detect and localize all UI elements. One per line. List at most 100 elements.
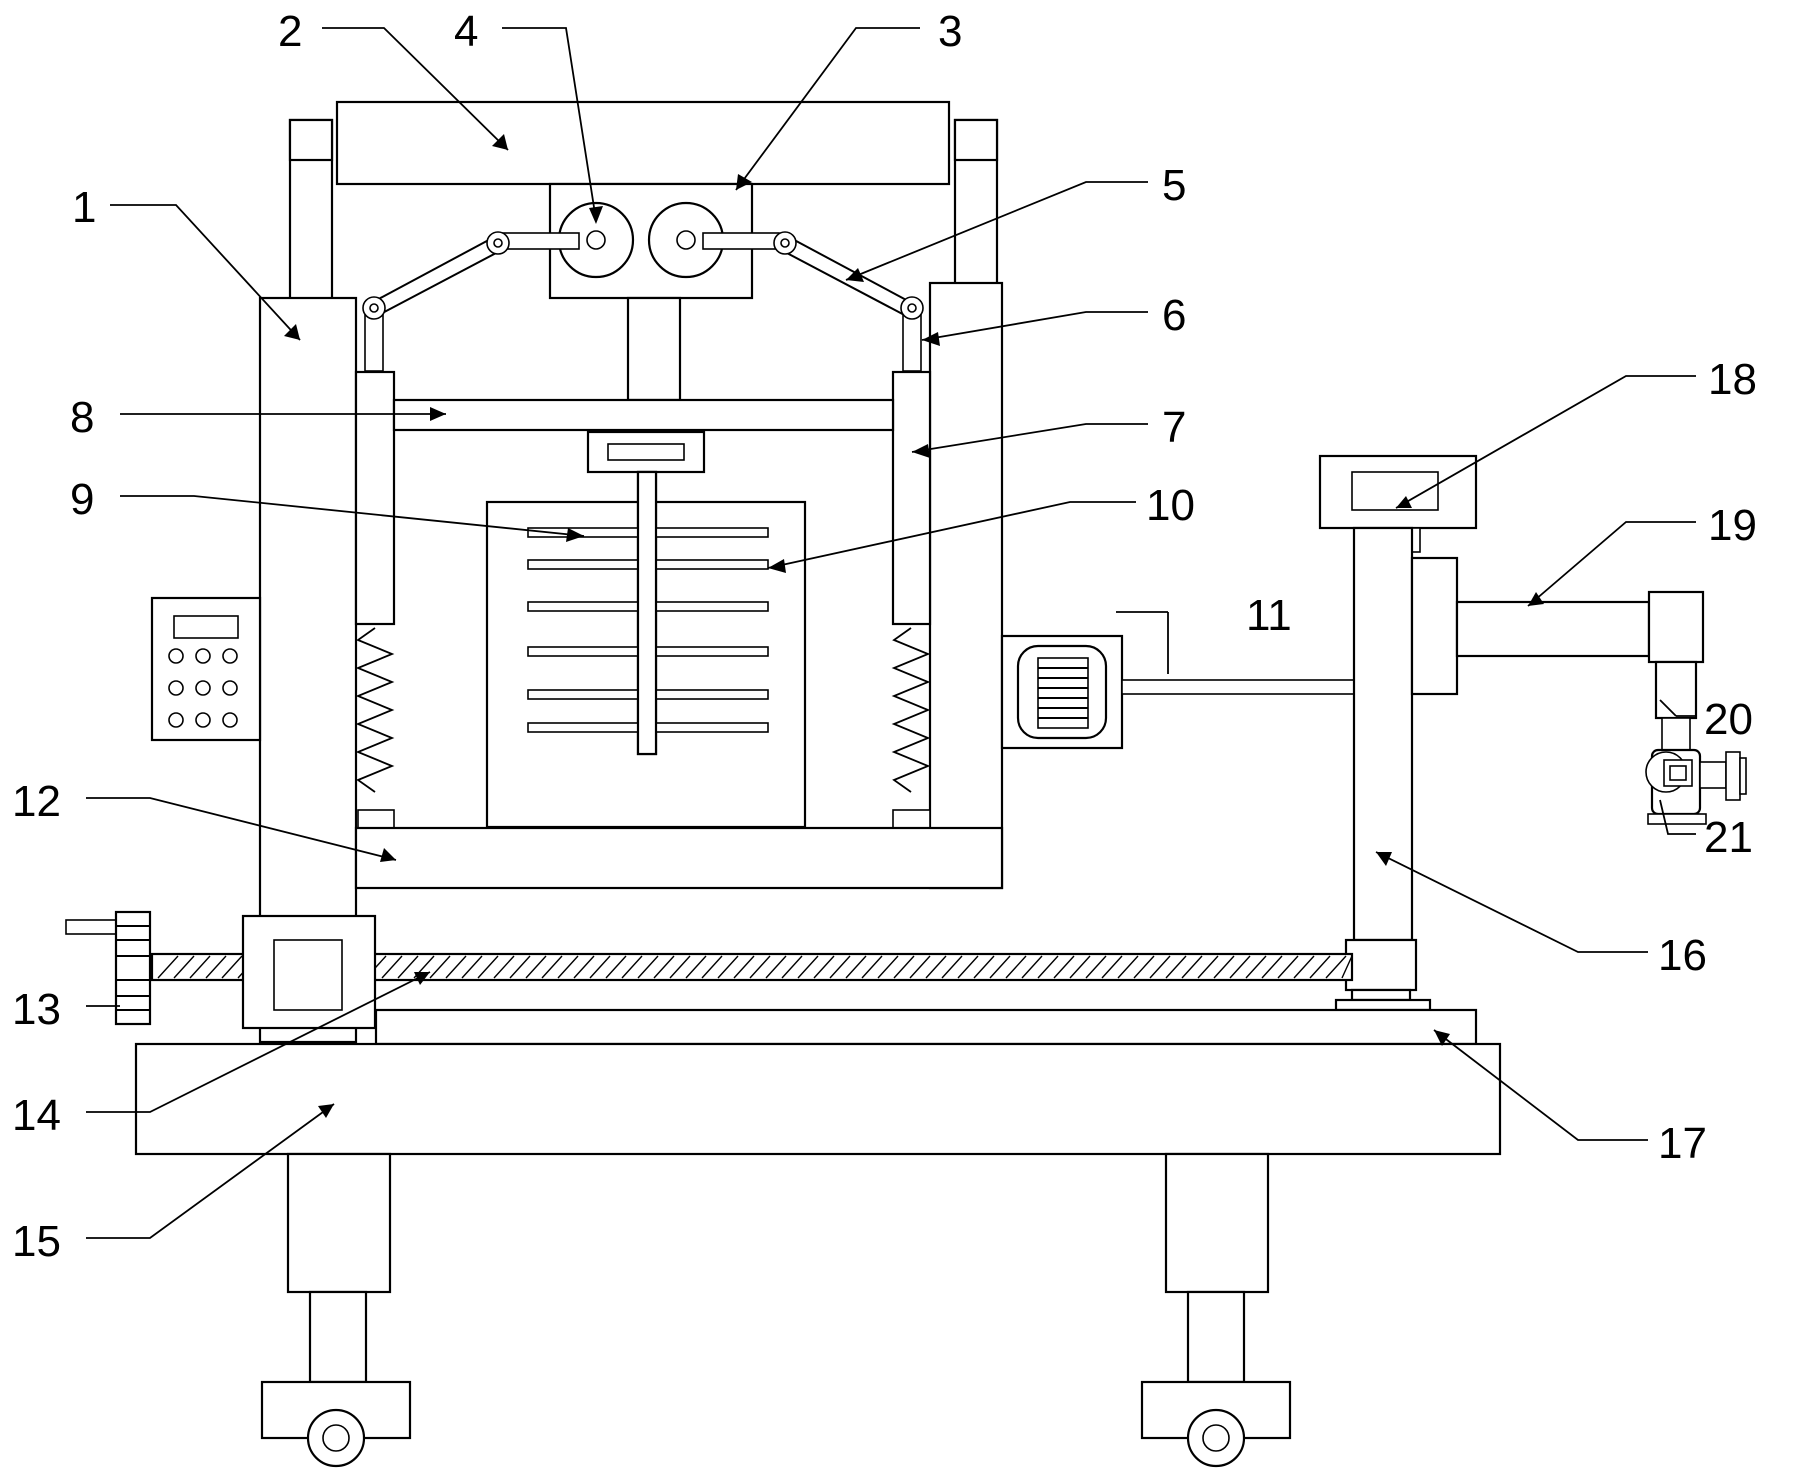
right-link-upper <box>784 234 911 303</box>
leader-10 <box>767 501 1136 569</box>
thread-hatch-line <box>925 955 947 979</box>
thread-hatch-line <box>461 955 483 979</box>
arrow-16 <box>1376 852 1392 866</box>
thread-hatch-line <box>829 955 851 979</box>
lead-screw <box>65 910 1478 1046</box>
right-link-lower <box>784 251 911 319</box>
leader-15 <box>86 1103 335 1239</box>
right-slider-rod <box>902 314 922 372</box>
thread-hatch-line <box>397 955 419 979</box>
thread-hatch-line <box>653 955 675 979</box>
right-leg-lower <box>1186 1290 1246 1384</box>
thread-hatch-line <box>1053 955 1075 979</box>
panel-button <box>222 680 238 696</box>
leader-18 <box>1395 375 1696 509</box>
arrow-14 <box>414 972 430 985</box>
panel-button <box>222 712 238 728</box>
right-leg-upper <box>1164 1152 1270 1294</box>
arrow-7 <box>912 444 930 458</box>
thread-hatch-line <box>1197 955 1219 979</box>
thread-hatch-line <box>573 955 595 979</box>
thread-hatch-line <box>861 955 883 979</box>
label-18: 18 <box>1708 355 1757 404</box>
thread-hatch-line <box>845 955 867 979</box>
label-19: 19 <box>1708 501 1757 550</box>
thread-hatch-line <box>1005 955 1027 979</box>
label-15: 15 <box>12 1217 61 1266</box>
right-guide-sleeve <box>891 370 932 626</box>
arrow-6 <box>922 332 940 346</box>
arrow-19 <box>1528 592 1544 606</box>
right-link-pin-top-core <box>780 238 790 248</box>
label-21: 21 <box>1704 813 1753 862</box>
panel-button <box>222 648 238 664</box>
thread-hatch-line <box>525 955 547 979</box>
leader-20b <box>1659 699 1677 717</box>
mixer-assembly <box>392 398 895 829</box>
thread-hatch-line <box>957 955 979 979</box>
stand-collar-ring <box>1350 988 1412 1002</box>
thread-hatch-line <box>1101 955 1123 979</box>
fan-grille <box>1037 657 1089 729</box>
label-6: 6 <box>1162 291 1186 340</box>
label-10: 10 <box>1146 481 1195 530</box>
nozzle-tip <box>1739 757 1747 795</box>
label-20: 20 <box>1704 695 1753 744</box>
thread-hatch-line <box>1117 955 1139 979</box>
panel-button <box>195 680 211 696</box>
thread-hatch-line <box>1165 955 1187 979</box>
leader-6 <box>921 311 1148 341</box>
left-link-upper <box>372 234 499 303</box>
left-spring <box>355 627 395 793</box>
base-platform <box>134 1042 1502 1156</box>
stand-bracket <box>1410 556 1459 696</box>
thread-hatch-line <box>749 955 771 979</box>
thread-hatch-line <box>941 955 963 979</box>
thread-hatch-line <box>445 955 467 979</box>
right-cam-rod <box>702 232 780 250</box>
stand-collar <box>1344 938 1418 992</box>
leader-3 <box>735 27 920 191</box>
label-14: 14 <box>12 1091 61 1140</box>
panel-button <box>195 648 211 664</box>
thread-hatch-line <box>669 955 691 979</box>
top-beam <box>335 100 951 186</box>
top-left-post-cap <box>288 118 334 162</box>
panel-button <box>195 712 211 728</box>
legs <box>260 1152 1292 1468</box>
thread-hatch-line <box>205 955 227 979</box>
cross-beam <box>392 398 895 432</box>
left-link-lower <box>372 251 499 319</box>
panel-button <box>168 680 184 696</box>
thread-hatch-line <box>1213 955 1235 979</box>
label-7: 7 <box>1162 403 1186 452</box>
thread-hatch-line <box>685 955 707 979</box>
stirrer-mount-window <box>607 443 685 461</box>
leader-17 <box>1433 1029 1648 1141</box>
thread-hatch-line <box>1245 955 1267 979</box>
thread-hatch-line <box>781 955 803 979</box>
thread-hatch-line <box>621 955 643 979</box>
thread-hatch-line <box>733 955 755 979</box>
leader-2 <box>322 27 509 151</box>
thread-hatch-line <box>493 955 515 979</box>
leader-12 <box>86 797 397 861</box>
leader-9 <box>120 495 585 537</box>
leader-1 <box>110 204 301 341</box>
label-8: 8 <box>70 393 94 442</box>
leader-14 <box>86 971 431 1113</box>
right-wheel-hub <box>1202 1424 1230 1452</box>
control-panel-buttons <box>168 648 238 728</box>
stirrer-shaft-front <box>636 470 658 756</box>
leader-19 <box>1527 521 1696 607</box>
thread-hatch-line <box>605 955 627 979</box>
thread-hatch-line <box>221 955 243 979</box>
label-5: 5 <box>1162 161 1186 210</box>
control-panel <box>150 596 262 742</box>
left-spring-seat <box>357 809 395 829</box>
nozzle-flange <box>1725 751 1741 801</box>
leader-16 <box>1375 851 1648 953</box>
thread-hatch-line <box>637 955 659 979</box>
valve-base <box>1647 813 1707 825</box>
